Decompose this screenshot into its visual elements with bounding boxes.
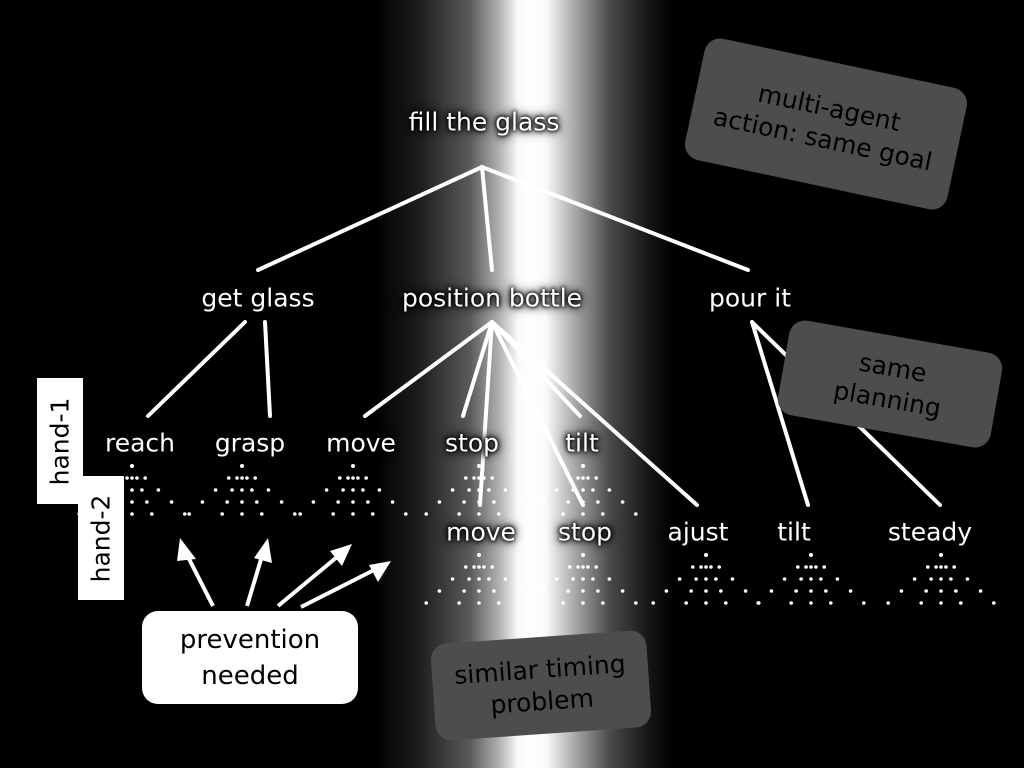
edge-position-move (363, 320, 494, 418)
edge-get-glass-reach (146, 320, 247, 418)
hand2-action: stop (558, 517, 612, 547)
hand-1-label: hand-1 (37, 378, 83, 504)
arrows (177, 538, 391, 609)
edge-position-stop (461, 320, 494, 418)
arrow-head (369, 561, 391, 582)
dotted-subtree (187, 464, 297, 516)
edge-root-pour-it (480, 165, 750, 272)
dotted-subtree (528, 464, 638, 516)
edge-pour-tilt (750, 320, 810, 507)
edge-position-stop-2 (490, 320, 585, 507)
hand1-action: tilt (565, 428, 599, 458)
hand2-action: move (446, 517, 516, 547)
edge-root-position-bottle (480, 165, 494, 272)
dotted-subtrees (77, 464, 996, 605)
hand1-action: move (326, 428, 396, 458)
hand2-action: tilt (777, 517, 811, 547)
edge-get-glass-grasp (263, 320, 272, 418)
dotted-subtree (756, 553, 866, 605)
subgoal-pour-it: pour it (709, 283, 791, 313)
hand1-action: grasp (214, 428, 286, 458)
subgoal-position-bottle: position bottle (401, 283, 583, 313)
dotted-subtree (651, 553, 761, 605)
dotted-subtree (424, 553, 534, 605)
subgoal-get-glass: get glass (201, 283, 315, 313)
hand2-action: steady (887, 517, 973, 547)
root-goal: fill the glass (408, 107, 560, 137)
dotted-subtree (528, 553, 638, 605)
dotted-subtree (298, 464, 408, 516)
hand-2-label: hand-2 (78, 476, 124, 600)
hand1-action: stop (445, 428, 499, 458)
hand1-action: reach (104, 428, 176, 458)
dotted-subtree (886, 553, 996, 605)
tree-edges (146, 165, 942, 507)
dotted-subtree (424, 464, 534, 516)
arrow-head (254, 538, 272, 563)
hand2-action: ajust (667, 517, 729, 547)
arrow-head (177, 538, 196, 561)
arrow-head (330, 544, 352, 566)
edge-root-get-glass (256, 165, 484, 272)
edge-position-ajust (490, 320, 699, 507)
edge-position-move-2 (478, 320, 494, 507)
